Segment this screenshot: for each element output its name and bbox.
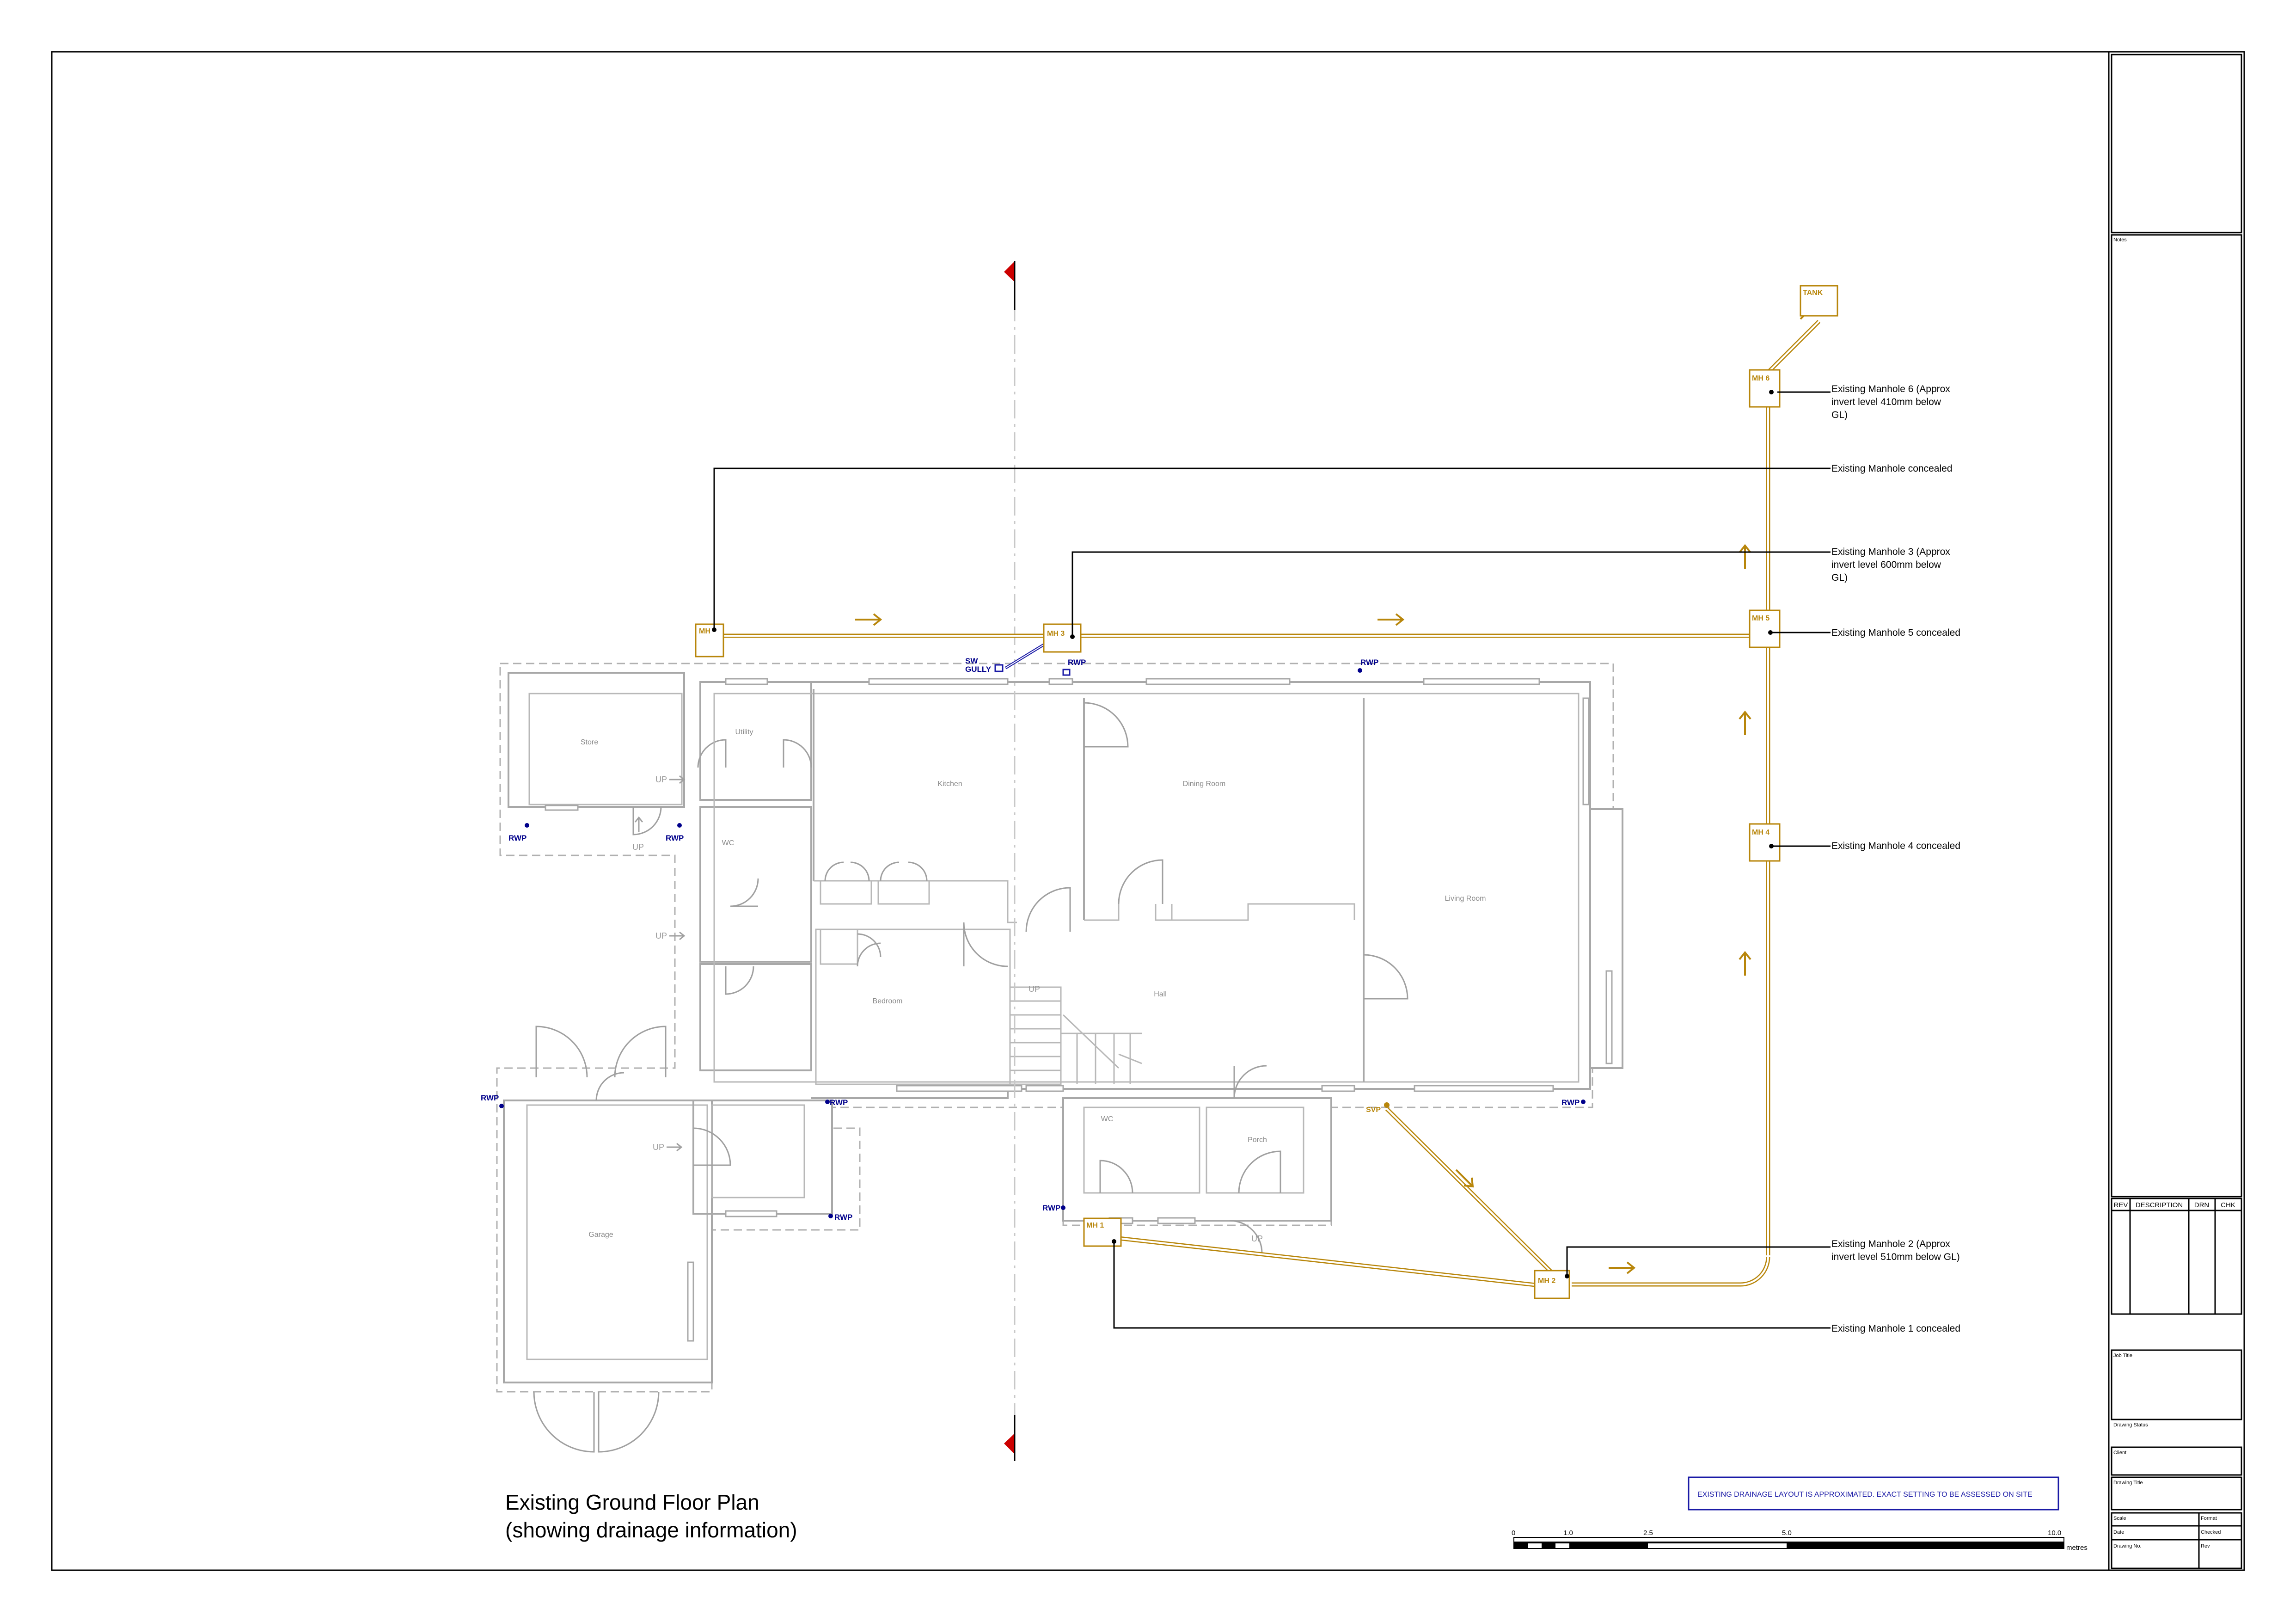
annotation-mh6-line2: invert level 410mm below (1831, 397, 1941, 407)
room-labels: Store Utility Kitchen Dining Room Living… (581, 728, 1486, 1239)
manhole-4 (1749, 823, 1781, 862)
tank-label: TANK (1803, 289, 1823, 297)
tb-scale: Scale (2113, 1516, 2126, 1521)
scale-tick-4: 10.0 (2048, 1529, 2061, 1537)
manhole-6-label: MH 6 (1752, 375, 1769, 382)
tb-description-header: DESCRIPTION (2136, 1201, 2183, 1209)
notice-box (1688, 1476, 2059, 1511)
room-dining: Dining Room (1183, 780, 1225, 788)
tb-client: Client (2113, 1450, 2126, 1456)
section-line (1004, 261, 1016, 1461)
annotation-mh3-line3: GL) (1831, 572, 1848, 583)
annotation-mh2-line1: Existing Manhole 2 (Approx (1831, 1239, 1950, 1249)
room-hall: Hall (1154, 990, 1167, 998)
gully-label: GULLY (965, 665, 992, 674)
tb-rev: Rev (2201, 1543, 2210, 1549)
rwp-label: RWP (1042, 1204, 1060, 1212)
manhole-6 (1749, 369, 1781, 408)
manhole-5-label: MH 5 (1752, 614, 1769, 622)
manhole-5 (1749, 609, 1781, 648)
tb-job-title: Job Title (2113, 1353, 2132, 1358)
rwp-label: RWP (1360, 658, 1378, 667)
rwp-label: RWP (1561, 1098, 1580, 1107)
tb-chk-header: CHK (2221, 1201, 2235, 1209)
tank (1800, 285, 1838, 317)
tb-drawing-no: Drawing No. (2113, 1543, 2142, 1549)
up-markers: UP UP UP UP UP UP (632, 775, 1263, 1243)
room-wc-2: WC (1101, 1115, 1114, 1123)
section-marker-bottom (1004, 1433, 1015, 1454)
rwp-label: RWP (834, 1213, 852, 1222)
drawing-title-line-2: (showing drainage information) (505, 1518, 797, 1542)
rwp-label: RWP (508, 834, 527, 842)
up-label: UP (1029, 984, 1040, 994)
annotation-mh2-line2: invert level 510mm below GL) (1831, 1252, 1960, 1262)
tb-drn-header: DRN (2194, 1201, 2210, 1209)
scale-tick-2: 2.5 (1643, 1529, 1653, 1537)
drainage-symbols: SW GULLY SVP RWP RWP RWP RWP RWP RWP RWP… (481, 657, 1586, 1222)
notice-text: EXISTING DRAINAGE LAYOUT IS APPROXIMATED… (1697, 1491, 2033, 1499)
tb-drawing-title: Drawing Title (2113, 1480, 2143, 1486)
sw-label: SW (965, 657, 978, 665)
annotation-mh6-line1: Existing Manhole 6 (Approx (1831, 384, 1950, 394)
annotation-mh-concealed: Existing Manhole concealed (1831, 463, 1953, 474)
section-marker-top (1004, 261, 1015, 282)
sheet-border (51, 51, 2245, 1571)
up-label: UP (655, 931, 667, 940)
annotations: Existing Manhole 6 (Approx invert level … (713, 384, 1960, 1334)
rwp-square-icon (1062, 669, 1071, 676)
rwp-label: RWP (666, 834, 684, 842)
manhole-3-label: MH 3 (1047, 630, 1065, 638)
manhole-2 (1534, 1270, 1570, 1299)
tb-notes: Notes (2113, 237, 2127, 243)
room-living: Living Room (1445, 895, 1486, 903)
tb-date: Date (2113, 1530, 2124, 1535)
manhole-3 (1043, 623, 1082, 653)
manhole-2-label: MH 2 (1538, 1277, 1555, 1285)
rwp-label: RWP (830, 1098, 848, 1107)
manhole-mh-top (695, 623, 724, 657)
title-block: Notes REV DESCRIPTION DRN CHK Job Title … (2111, 54, 2242, 1569)
scale-tick-3: 5.0 (1782, 1529, 1792, 1537)
manholes: MH MH 3 MH 5 MH 6 MH 4 MH 1 MH 2 TANK (695, 285, 1838, 1299)
tb-checked: Checked (2201, 1530, 2221, 1535)
scale-tick-0: 0 (1512, 1529, 1515, 1537)
tb-drawing-status: Drawing Status (2113, 1422, 2148, 1428)
up-label: UP (653, 1143, 664, 1152)
manhole-mh-top-label: MH (699, 627, 710, 635)
tb-format: Format (2201, 1516, 2217, 1521)
annotation-mh4: Existing Manhole 4 concealed (1831, 841, 1960, 851)
svp-label: SVP (1366, 1106, 1381, 1114)
annotation-mh1: Existing Manhole 1 concealed (1831, 1323, 1960, 1334)
room-utility: Utility (735, 728, 753, 736)
room-porch: Porch (1248, 1136, 1267, 1144)
room-kitchen: Kitchen (937, 780, 962, 788)
scale-unit: metres (2066, 1544, 2088, 1552)
annotation-mh5: Existing Manhole 5 concealed (1831, 627, 1960, 638)
up-label: UP (1251, 1234, 1263, 1243)
floor-plan (496, 663, 1623, 1453)
annotation-mh3-line2: invert level 600mm below (1831, 559, 1941, 570)
up-label: UP (655, 775, 667, 784)
room-store: Store (581, 738, 598, 746)
rwp-label: RWP (1068, 658, 1086, 667)
up-label: UP (632, 842, 644, 852)
flow-arrows (855, 300, 1820, 1274)
manhole-1-label: MH 1 (1086, 1222, 1104, 1229)
drawing-title-line-1: Existing Ground Floor Plan (505, 1490, 759, 1514)
scale-bar: 0 1.0 2.5 5.0 10.0 metres (1512, 1529, 2088, 1552)
annotation-mh3-line1: Existing Manhole 3 (Approx (1831, 547, 1950, 557)
room-garage: Garage (588, 1231, 613, 1239)
manhole-4-label: MH 4 (1752, 829, 1769, 836)
room-wc-1: WC (722, 839, 735, 847)
room-bedroom: Bedroom (873, 997, 903, 1005)
annotation-mh6-line3: GL) (1831, 410, 1848, 420)
scale-tick-1: 1.0 (1563, 1529, 1573, 1537)
rwp-label: RWP (481, 1094, 499, 1102)
tb-rev-header: REV (2114, 1201, 2128, 1209)
gully-icon (994, 664, 1004, 672)
